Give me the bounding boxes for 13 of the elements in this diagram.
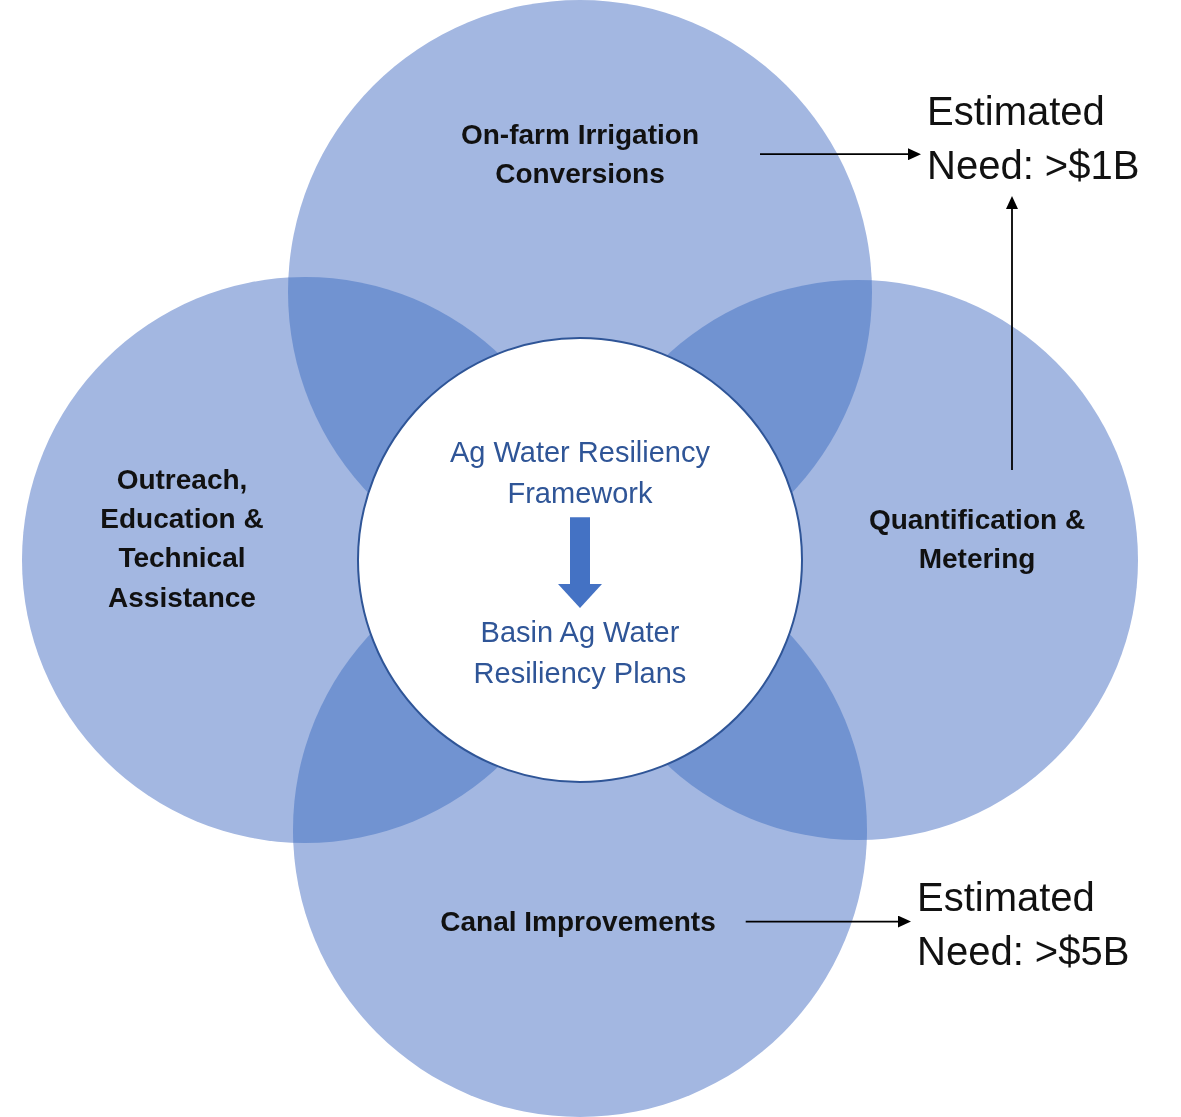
topic-label: Quantification & Metering <box>857 500 1097 579</box>
arrow <box>744 915 911 928</box>
topic-label: Canal Improvements <box>440 902 716 942</box>
block-arrow <box>558 517 602 608</box>
estimate-text: Estimated Need: >$1B <box>927 84 1167 192</box>
arrow <box>1006 196 1018 471</box>
topic-label: On-farm Irrigation Conversions <box>430 115 730 194</box>
center-label: Ag Water Resiliency Framework <box>420 432 740 514</box>
arrow <box>759 148 921 161</box>
estimate-text: Estimated Need: >$5B <box>917 870 1157 978</box>
center-circle <box>357 337 803 783</box>
center-label: Basin Ag Water Resiliency Plans <box>430 612 730 694</box>
topic-label: Outreach, Education & Technical Assistance <box>82 460 282 617</box>
